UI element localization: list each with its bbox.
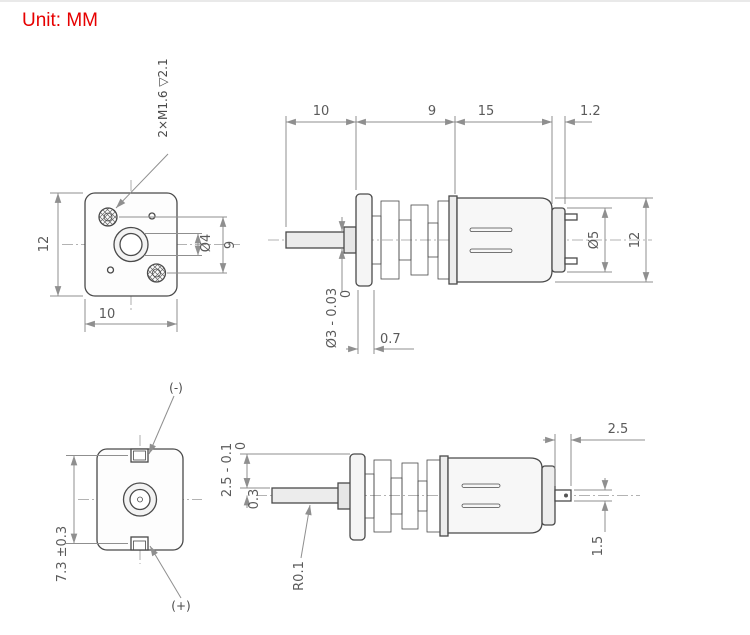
dim-shaft-hole-dia: Ø4 <box>199 234 214 253</box>
motor-vent-slot <box>469 248 513 253</box>
shaft-center <box>137 496 143 503</box>
dim-body-height: 12 <box>628 232 643 249</box>
motor-flange <box>439 455 449 537</box>
unit-label: Unit: MM <box>22 10 98 31</box>
dim-plate-height: 12 <box>37 236 52 253</box>
terminal-hole <box>564 493 568 498</box>
terminal-tab <box>564 213 578 221</box>
label-terminal-positive: (+) <box>171 599 190 613</box>
shaft-hole <box>119 232 143 257</box>
motor-body <box>447 457 543 534</box>
dim-shaft-offset: 2.5 - 0.1 <box>220 443 235 497</box>
dim-bottom-step: 0.3 <box>247 489 262 510</box>
dim-terminal-spacing: 7.3 ±0.3 <box>55 526 70 582</box>
side-view-top: 10 9 15 1.2 Ø5 12 Ø3 - 0.03 0 0.7 <box>268 104 653 354</box>
note-fillet-radius: R0.1 <box>292 561 307 591</box>
gearbox-front-plate <box>349 453 366 541</box>
side-view-bottom: 2.5 2.5 - 0.1 0 0.3 1.5 R0.1 <box>220 422 645 591</box>
motor-flange <box>448 195 458 285</box>
front-view-bottom: (-) (+) 7.3 ±0.3 <box>55 381 202 613</box>
dim-plate-width: 10 <box>99 307 116 322</box>
label-terminal-negative: (-) <box>169 381 183 395</box>
terminal-tab <box>554 489 572 502</box>
dim-shaft-length: 10 <box>313 104 330 119</box>
motor-end-cap <box>541 465 556 526</box>
gearbox-front-plate <box>355 193 373 287</box>
pin-hole-bottom-left <box>106 266 115 274</box>
motor-vent-slot <box>461 503 501 508</box>
dim-gearbox-length: 9 <box>428 104 436 119</box>
motor-end-cap <box>551 207 566 273</box>
terminal-tab <box>564 257 578 265</box>
dim-terminal-height: 1.5 <box>591 536 606 557</box>
dim-front-step: 0.7 <box>380 332 401 347</box>
dim-shaft-dia-upper: 0 <box>339 290 354 298</box>
motor-vent-slot <box>461 483 501 488</box>
dim-hole-spacing: 9 <box>223 241 238 249</box>
front-view-top: 2×M1.6 ▽2.1 12 10 Ø4 9 <box>37 58 240 332</box>
dim-terminal-length: 2.5 <box>608 422 629 437</box>
dim-cap-length: 1.2 <box>580 104 601 119</box>
terminal-top <box>130 448 149 463</box>
motor-body <box>456 197 553 283</box>
dim-motor-length: 15 <box>478 104 495 119</box>
dim-cap-dia: Ø5 <box>587 231 602 250</box>
dim-shaft-offset-upper: 0 <box>234 442 249 450</box>
gear-train <box>371 200 456 280</box>
gear-train <box>364 459 443 533</box>
screw-hole-top-left <box>98 207 118 227</box>
motor-vent-slot <box>469 227 513 232</box>
shaft-hole <box>129 488 151 511</box>
shaft-boss <box>343 226 357 254</box>
dim-shaft-dia: Ø3 - 0.03 <box>325 288 340 348</box>
pin-hole-top-right <box>148 212 156 220</box>
screw-hole-bottom-right <box>146 263 167 283</box>
note-screw-holes: 2×M1.6 ▽2.1 <box>156 58 170 137</box>
